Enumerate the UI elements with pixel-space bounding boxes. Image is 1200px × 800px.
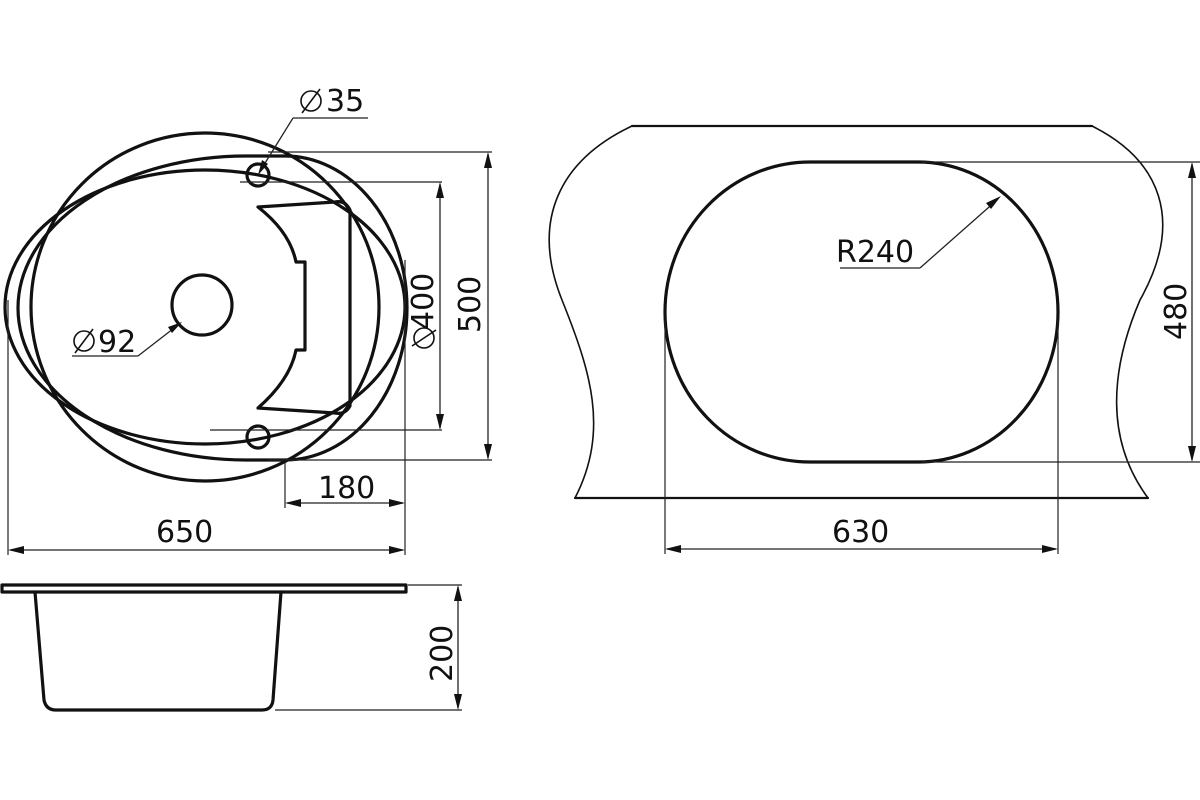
dim-bowl-diameter: 400 — [406, 182, 444, 430]
tap-hole-top — [245, 162, 271, 188]
dim-hole-diameter: 35 — [258, 84, 368, 175]
dim-cutout-height: 480 — [1159, 162, 1196, 462]
dim-overall-depth: 500 — [453, 152, 492, 460]
dim-bowl-depth: 200 — [425, 585, 462, 710]
dim-drainboard-width: 180 — [285, 471, 405, 507]
cutout-width-label: 630 — [832, 515, 889, 550]
drain-hole — [170, 273, 234, 337]
bowl-depth-label: 200 — [425, 625, 460, 682]
cutout-view: R240 480 630 — [548, 124, 1200, 554]
side-view: 200 — [0, 583, 462, 712]
bowl-section-outline — [33, 590, 283, 712]
countertop-outline-right — [1091, 125, 1164, 499]
hole-diameter-label: 35 — [326, 84, 364, 119]
dim-cutout-width: 630 — [665, 515, 1058, 553]
drainboard-width-label: 180 — [318, 471, 375, 506]
drain-diameter-label: 92 — [98, 325, 136, 360]
overflow-rib — [256, 200, 352, 415]
bowl-diameter-label: 400 — [406, 273, 441, 330]
sink-outer-outline — [16, 154, 409, 462]
dim-cutout-radius: R240 — [836, 196, 1001, 270]
overall-width-label: 650 — [156, 515, 213, 550]
cutout-radius-label: R240 — [836, 235, 914, 270]
dim-drain-diameter: 92 — [72, 322, 182, 360]
dim-overall-width: 650 — [8, 515, 405, 554]
rim-outline — [0, 583, 408, 594]
tap-hole-bottom — [245, 424, 271, 450]
countertop-outline-left — [548, 125, 633, 499]
overall-depth-label: 500 — [453, 276, 488, 333]
cutout-height-label: 480 — [1159, 283, 1194, 340]
top-view: 35 92 400 500 — [3, 84, 492, 555]
bowl-outer-ring — [3, 168, 407, 446]
cutout-outline — [663, 160, 1060, 464]
bowl-inner-circle — [29, 131, 381, 483]
